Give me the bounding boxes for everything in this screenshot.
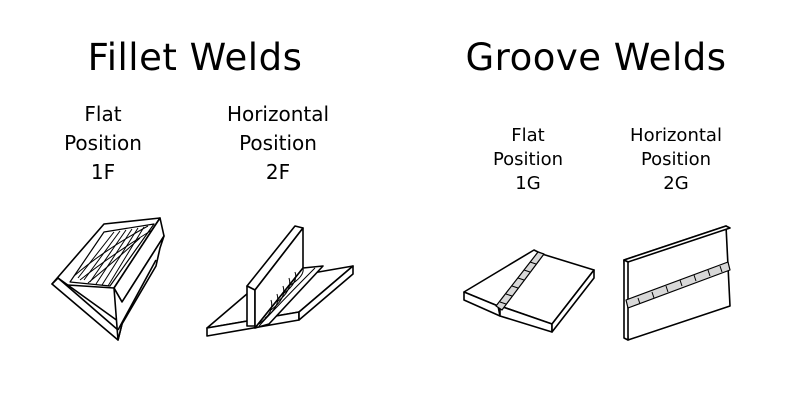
fillet-horizontal-code: 2F (265, 160, 291, 184)
fillet-flat-label: Flat Position 1F (64, 100, 142, 187)
groove-flat-line2: Position (492, 149, 564, 170)
groove-welds-title: Groove Welds (465, 36, 727, 79)
fillet-flat-line2: Position (64, 131, 142, 155)
fillet-horizontal-label: Horizontal Position 2F (227, 100, 329, 187)
fillet-horizontal-line2: Position (239, 131, 317, 155)
fillet-flat-weld-drawing (44, 212, 169, 347)
groove-flat-label: Flat Position 1G (493, 124, 563, 196)
groove-flat-line1: Flat (511, 125, 545, 146)
fillet-horizontal-weld-drawing (203, 220, 354, 342)
groove-horizontal-line1: Horizontal (630, 125, 722, 146)
groove-horizontal-line2: Position (640, 149, 712, 170)
fillet-flat-line1: Flat (84, 102, 122, 126)
fillet-flat-code: 1F (90, 160, 116, 184)
groove-horizontal-label: Horizontal Position 2G (630, 124, 722, 196)
groove-flat-code: 1G (515, 173, 541, 194)
fillet-horizontal-line1: Horizontal (226, 102, 330, 126)
groove-horizontal-weld-drawing (618, 222, 734, 344)
groove-flat-weld-drawing (460, 240, 598, 336)
fillet-welds-title: Fillet Welds (87, 36, 303, 79)
groove-horizontal-code: 2G (663, 173, 689, 194)
